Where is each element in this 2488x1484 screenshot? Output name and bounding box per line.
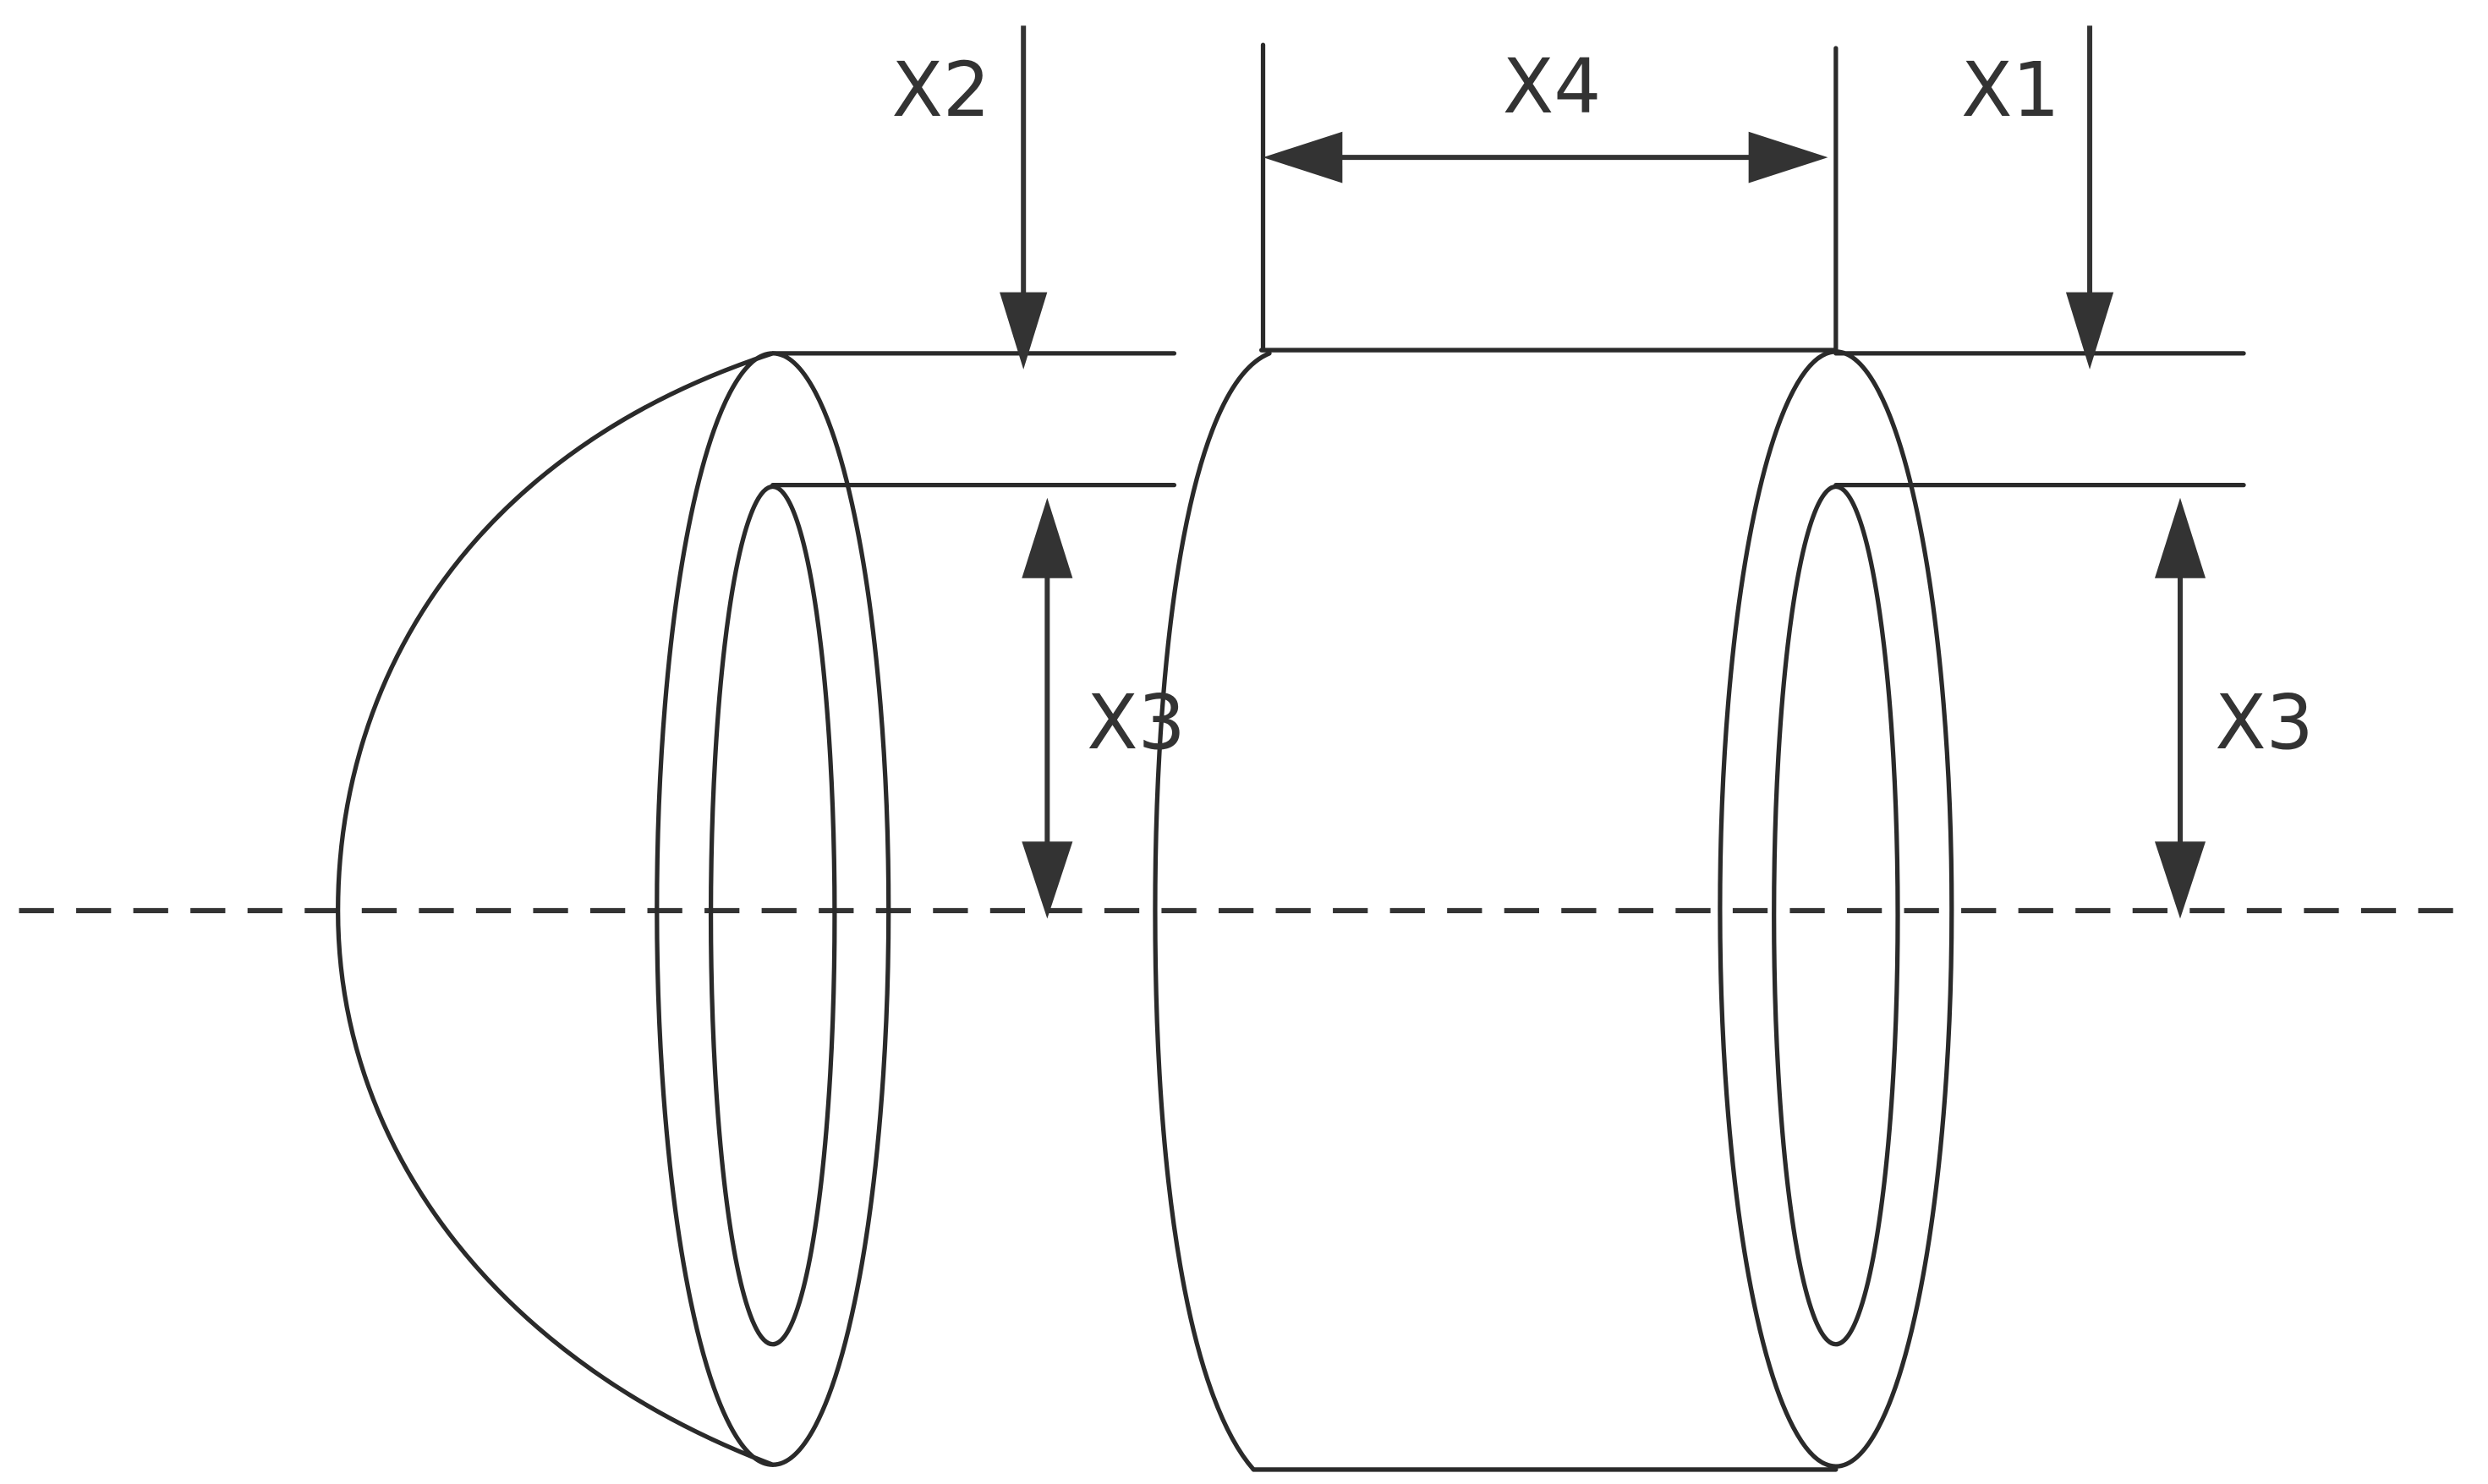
cylinder-left-silhouette bbox=[1153, 351, 1272, 1472]
dimension-x4: X4 bbox=[1263, 42, 1828, 183]
label-x3-left: X3 bbox=[1087, 679, 1186, 767]
dimension-x3-right: X3 bbox=[2154, 497, 2314, 919]
label-x3-right: X3 bbox=[2215, 679, 2314, 767]
extension-lines bbox=[770, 42, 2246, 488]
dimension-x1: X1 bbox=[1961, 25, 2114, 370]
label-x4: X4 bbox=[1503, 42, 1602, 130]
dimension-x2: X2 bbox=[891, 25, 1048, 370]
label-x2: X2 bbox=[891, 46, 990, 134]
cylinder-end-inner-ring bbox=[1772, 484, 1900, 1347]
label-x1: X1 bbox=[1961, 46, 2060, 134]
cap-inner-ring bbox=[708, 484, 837, 1347]
dome-profile bbox=[336, 351, 775, 1467]
hollow-cylinder bbox=[1153, 348, 1954, 1472]
dimension-x3-left: X3 bbox=[1022, 497, 1186, 919]
